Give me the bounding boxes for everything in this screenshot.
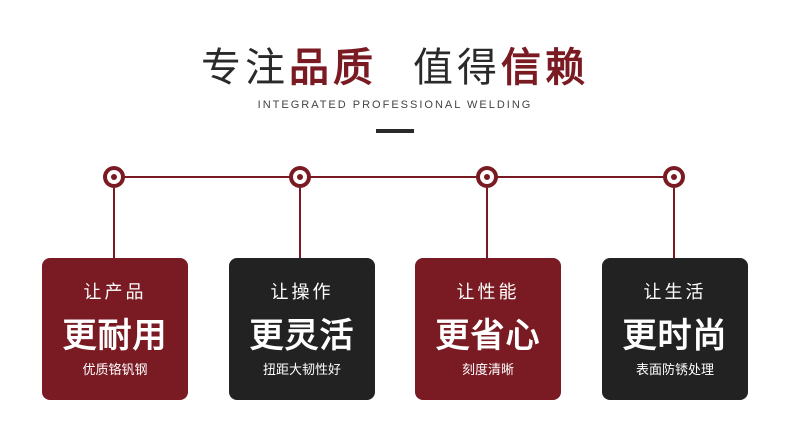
timeline-node-4: [663, 166, 685, 188]
feature-card-stylish: 让生活 更时尚 表面防锈处理: [602, 258, 748, 400]
feature-main-label: 更时尚: [622, 316, 728, 356]
timeline-node-1: [103, 166, 125, 188]
feature-pre-label: 让操作: [270, 282, 334, 303]
headline-part-3: 值得: [413, 45, 501, 91]
feature-card-worry-free: 让性能 更省心 刻度清晰: [415, 258, 561, 400]
subtitle: INTEGRATED PROFESSIONAL WELDING: [257, 99, 533, 111]
feature-card-flexible: 让操作 更灵活 扭距大韧性好: [229, 258, 375, 400]
feature-main-label: 更灵活: [249, 316, 355, 356]
feature-pre-label: 让性能: [456, 282, 520, 303]
timeline-stem-3: [486, 188, 488, 258]
timeline-node-3: [476, 166, 498, 188]
headline-part-2: 品质: [289, 45, 377, 91]
timeline-stem-4: [673, 188, 675, 258]
headline-part-1: 专注: [201, 45, 289, 91]
feature-pre-label: 让产品: [83, 282, 147, 303]
title-underline: [376, 129, 414, 133]
feature-description: 优质铬钒钢: [82, 363, 148, 378]
feature-description: 扭距大韧性好: [262, 363, 341, 378]
feature-main-label: 更耐用: [62, 316, 168, 356]
feature-description: 表面防锈处理: [635, 363, 714, 378]
feature-card-durable: 让产品 更耐用 优质铬钒钢: [42, 258, 188, 400]
timeline-node-2: [289, 166, 311, 188]
timeline-stem-1: [113, 188, 115, 258]
headline-part-4: 信赖: [501, 45, 589, 91]
headline: 专注品质值得信赖: [0, 40, 790, 96]
timeline-line: [114, 176, 674, 178]
feature-description: 刻度清晰: [461, 363, 514, 378]
timeline-stem-2: [299, 188, 301, 258]
feature-pre-label: 让生活: [643, 282, 707, 303]
feature-main-label: 更省心: [435, 316, 541, 356]
